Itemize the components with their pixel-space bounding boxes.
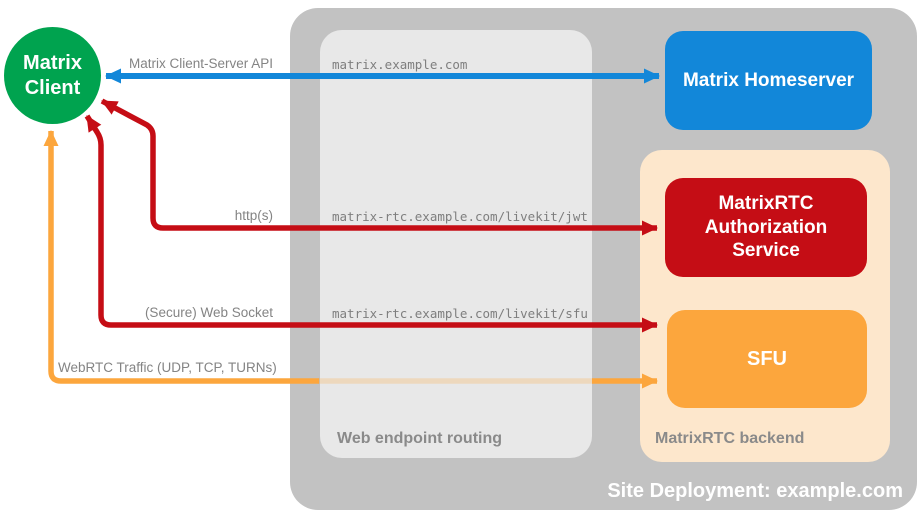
endpoint-livekit-jwt: matrix-rtc.example.com/livekit/jwt xyxy=(332,209,588,224)
sfu-label: SFU xyxy=(747,347,787,370)
matrixrtc-auth-service-node: MatrixRTC Authorization Service xyxy=(665,178,867,277)
matrix-homeserver-node: Matrix Homeserver xyxy=(665,31,872,130)
web-endpoint-routing-panel xyxy=(320,30,592,458)
matrix-client-label: Matrix Client xyxy=(23,51,82,99)
https-arrow-label: http(s) xyxy=(234,208,273,223)
endpoint-livekit-sfu: matrix-rtc.example.com/livekit/sfu xyxy=(332,306,588,321)
matrix-client-node: Matrix Client xyxy=(4,27,101,124)
web-endpoint-routing-label: Web endpoint routing xyxy=(337,430,503,447)
client-server-api-arrow-label: Matrix Client-Server API xyxy=(128,56,273,71)
matrixrtc-backend-label: MatrixRTC backend xyxy=(655,430,805,447)
webrtc-arrow-label: WebRTC Traffic (UDP, TCP, TURNs) xyxy=(58,360,277,375)
matrix-homeserver-label: Matrix Homeserver xyxy=(682,69,855,91)
matrixrtc-auth-service-label: MatrixRTC Authorization Service xyxy=(704,192,828,262)
site-deployment-label: Site Deployment: example.com xyxy=(607,480,903,502)
webrtc-arrow-solid-left xyxy=(43,130,319,384)
endpoint-matrix-example-com: matrix.example.com xyxy=(332,57,468,72)
sfu-node: SFU xyxy=(667,310,867,408)
websocket-arrow-label: (Secure) Web Socket xyxy=(144,305,273,320)
